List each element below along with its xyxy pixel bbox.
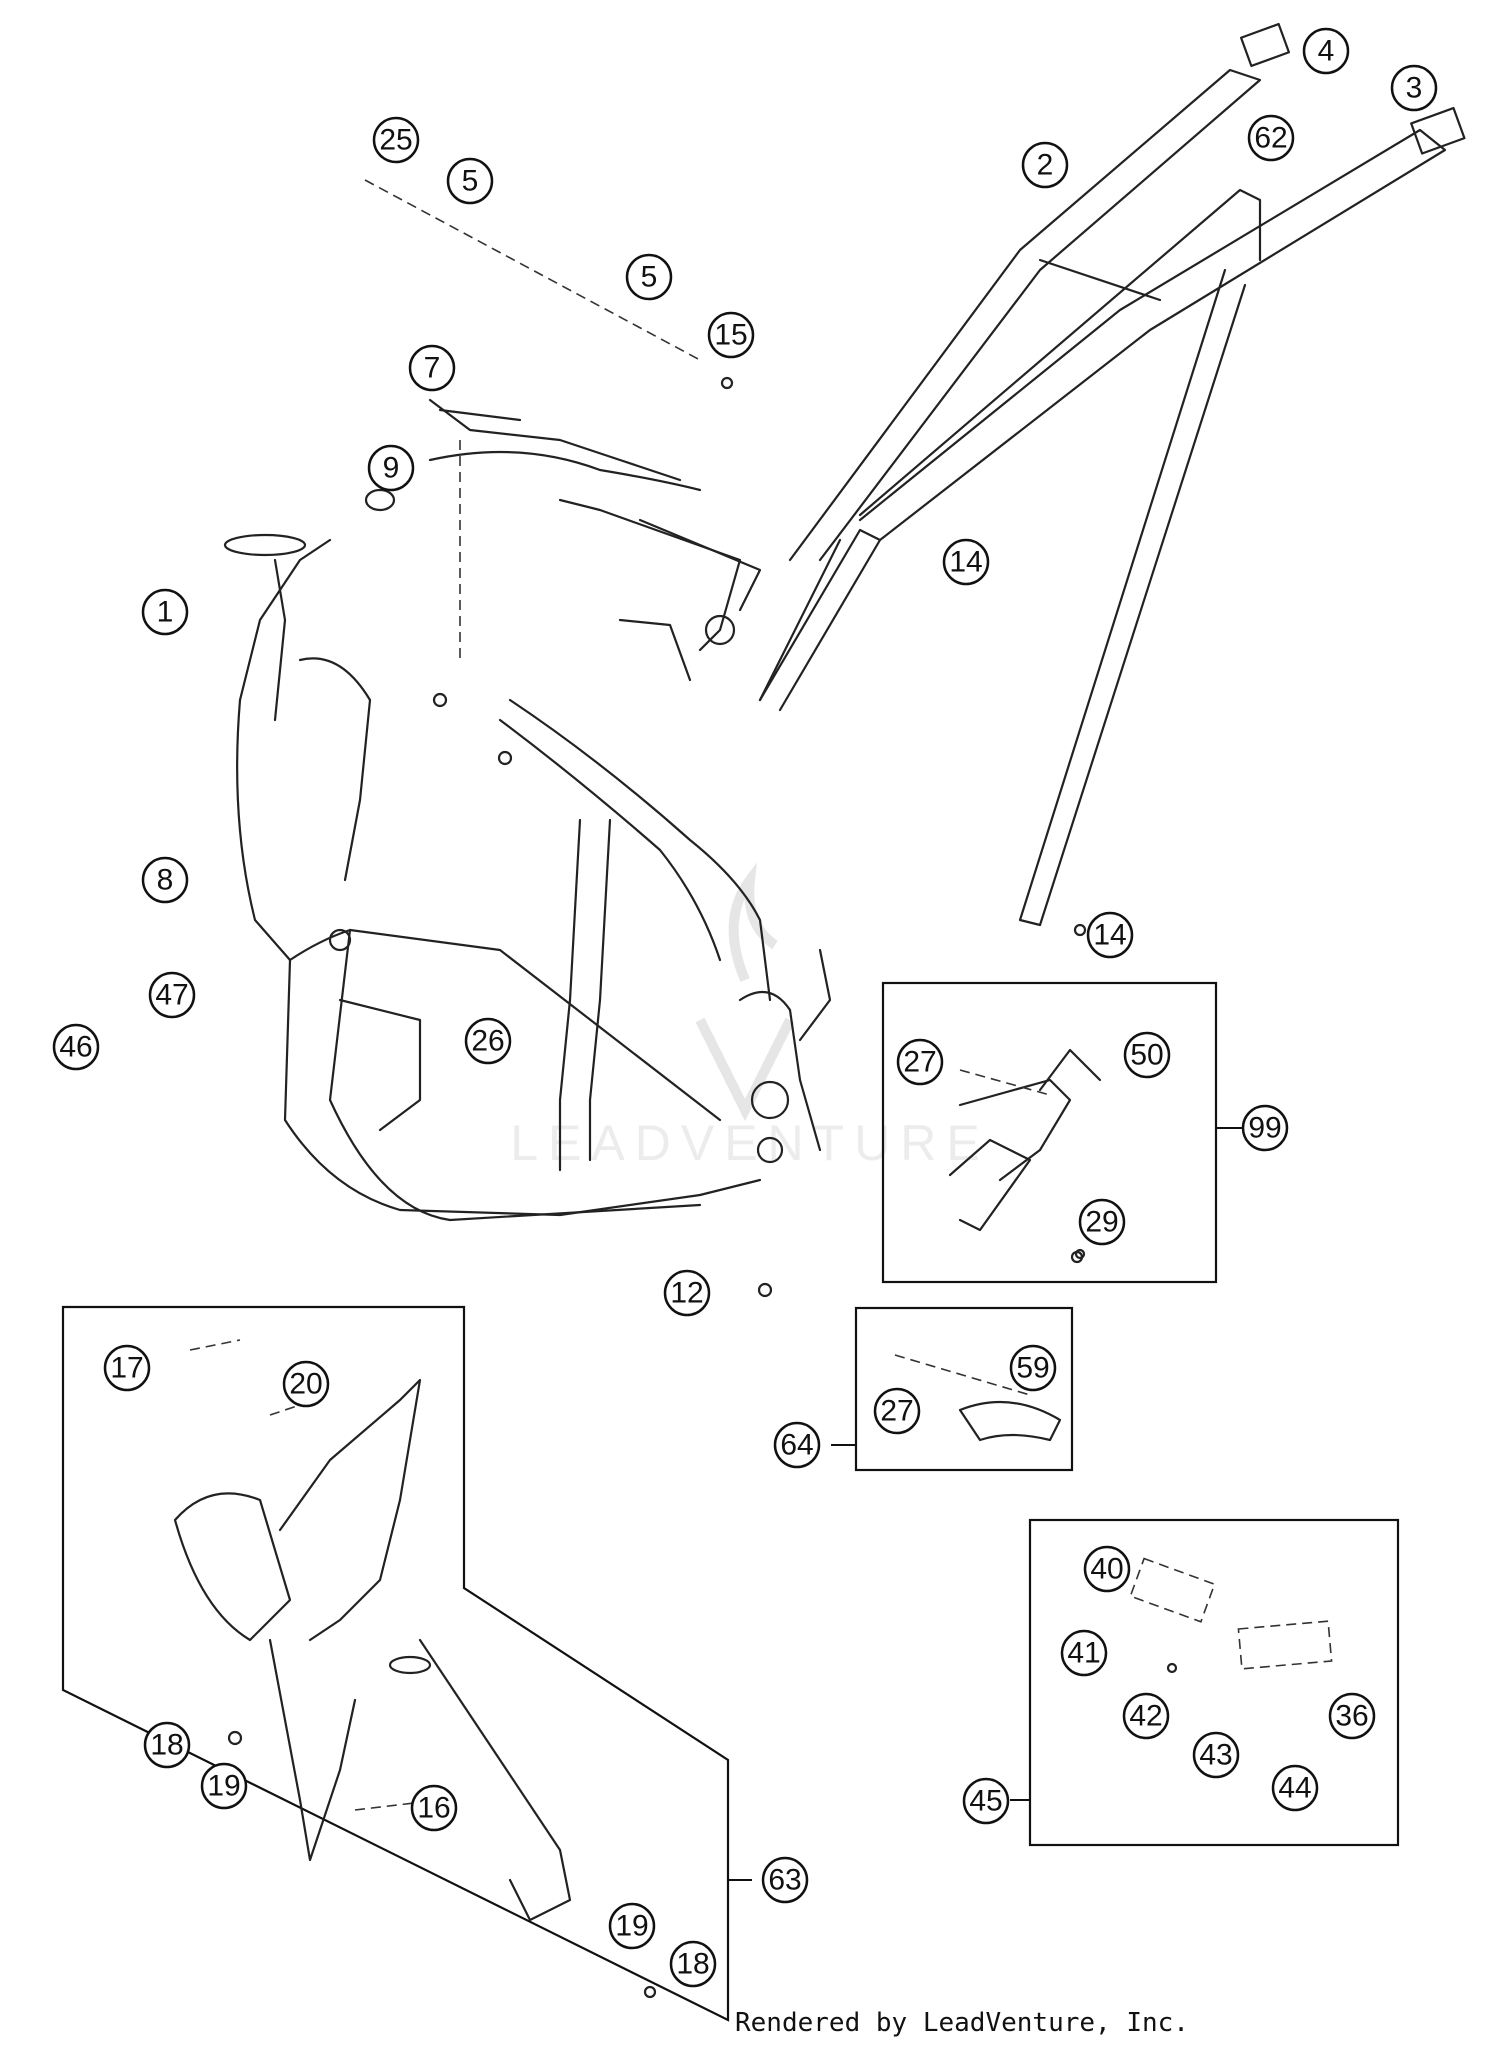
svg-text:47: 47 [155, 979, 188, 1012]
callout-5: 5 [625, 253, 673, 301]
callout-4: 4 [1302, 27, 1350, 75]
leader-lines [728, 1127, 1243, 1881]
callout-1: 1 [141, 588, 189, 636]
svg-text:99: 99 [1248, 1112, 1281, 1145]
svg-text:29: 29 [1085, 1206, 1118, 1239]
callout-59: 59 [1009, 1344, 1057, 1392]
svg-text:41: 41 [1067, 1637, 1100, 1670]
svg-text:17: 17 [110, 1352, 143, 1385]
callout-20: 20 [282, 1360, 330, 1408]
callout-19: 19 [608, 1902, 656, 1950]
svg-text:8: 8 [157, 864, 174, 897]
svg-text:25: 25 [379, 124, 412, 157]
callout-26: 26 [464, 1017, 512, 1065]
svg-text:63: 63 [768, 1864, 801, 1897]
svg-text:62: 62 [1254, 122, 1287, 155]
svg-text:14: 14 [949, 546, 982, 579]
svg-text:27: 27 [880, 1395, 913, 1428]
callout-42: 42 [1122, 1692, 1170, 1740]
svg-text:19: 19 [207, 1770, 240, 1803]
svg-text:50: 50 [1130, 1039, 1163, 1072]
group-box-99 [881, 981, 1218, 1284]
callout-36: 36 [1328, 1692, 1376, 1740]
svg-text:43: 43 [1199, 1739, 1232, 1772]
svg-text:2: 2 [1037, 149, 1054, 182]
callout-18: 18 [143, 1721, 191, 1769]
callout-62: 62 [1247, 114, 1295, 162]
group-box-64 [854, 1306, 1074, 1472]
callout-41: 41 [1060, 1629, 1108, 1677]
group-box-45 [1028, 1518, 1400, 1847]
footer-credit: Rendered by LeadVenture, Inc. [735, 2008, 1189, 2038]
callout-14: 14 [1086, 911, 1134, 959]
svg-text:16: 16 [417, 1792, 450, 1825]
svg-text:36: 36 [1335, 1700, 1368, 1733]
svg-text:18: 18 [676, 1948, 709, 1981]
svg-text:40: 40 [1090, 1553, 1123, 1586]
callout-29: 29 [1078, 1198, 1126, 1246]
svg-text:64: 64 [780, 1429, 813, 1462]
svg-text:26: 26 [471, 1025, 504, 1058]
svg-text:46: 46 [59, 1031, 92, 1064]
callout-3: 3 [1390, 64, 1438, 112]
svg-text:45: 45 [969, 1785, 1002, 1818]
svg-text:9: 9 [383, 452, 400, 485]
callout-5: 5 [446, 157, 494, 205]
callout-27: 27 [896, 1038, 944, 1086]
svg-text:20: 20 [289, 1368, 322, 1401]
svg-text:3: 3 [1406, 72, 1423, 105]
callout-47: 47 [148, 971, 196, 1019]
svg-text:15: 15 [714, 319, 747, 352]
callout-16: 16 [410, 1784, 458, 1832]
callout-17: 17 [103, 1344, 151, 1392]
callout-18: 18 [669, 1940, 717, 1988]
svg-text:19: 19 [615, 1910, 648, 1943]
svg-text:44: 44 [1278, 1772, 1311, 1805]
callout-46: 46 [52, 1023, 100, 1071]
callout-12: 12 [663, 1269, 711, 1317]
callout-27: 27 [873, 1387, 921, 1435]
svg-text:42: 42 [1129, 1700, 1162, 1733]
callout-2: 2 [1021, 141, 1069, 189]
svg-text:12: 12 [670, 1277, 703, 1310]
callout-19: 19 [200, 1762, 248, 1810]
svg-text:4: 4 [1318, 35, 1335, 68]
watermark-text: LEADVENTURE [510, 1115, 990, 1171]
svg-text:5: 5 [641, 261, 658, 294]
callout-63: 63 [761, 1856, 809, 1904]
callout-8: 8 [141, 856, 189, 904]
callout-15: 15 [707, 311, 755, 359]
svg-text:27: 27 [903, 1046, 936, 1079]
svg-text:7: 7 [424, 352, 441, 385]
watermark: LEADVENTURE [510, 862, 990, 1171]
svg-text:18: 18 [150, 1729, 183, 1762]
callout-45: 45 [962, 1777, 1010, 1825]
callout-64: 64 [773, 1421, 821, 1469]
svg-text:59: 59 [1016, 1352, 1049, 1385]
group-box-63 [61, 1305, 730, 2022]
hardware [364, 179, 1087, 1298]
callout-44: 44 [1271, 1764, 1319, 1812]
callout-9: 9 [367, 444, 415, 492]
svg-text:14: 14 [1093, 919, 1126, 952]
callout-50: 50 [1123, 1031, 1171, 1079]
callout-99: 99 [1241, 1104, 1289, 1152]
callout-7: 7 [408, 344, 456, 392]
callout-40: 40 [1083, 1545, 1131, 1593]
callout-25: 25 [372, 116, 420, 164]
rear-subframe [758, 22, 1466, 927]
svg-text:5: 5 [462, 165, 479, 198]
svg-text:1: 1 [157, 596, 174, 629]
main-frame [223, 450, 832, 1222]
callout-43: 43 [1192, 1731, 1240, 1779]
callout-14: 14 [942, 538, 990, 586]
